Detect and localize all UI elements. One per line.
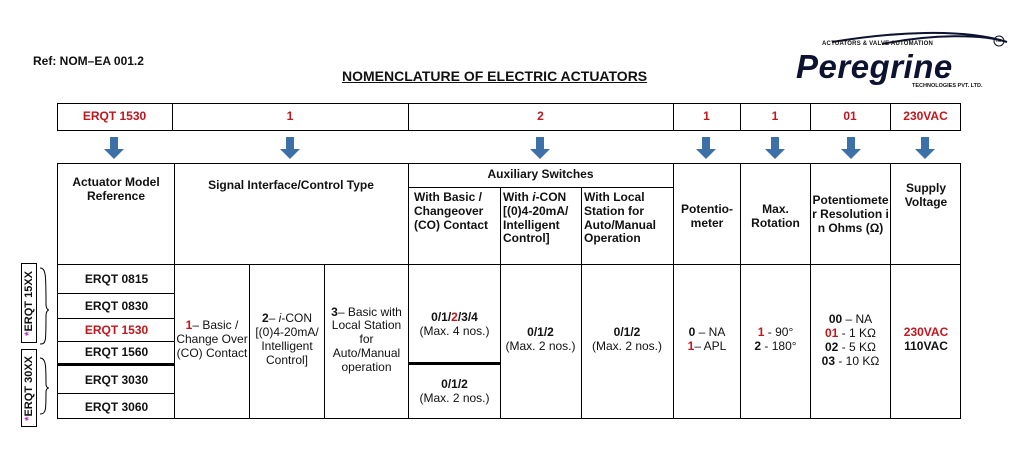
arrow-down-icon: [530, 137, 550, 159]
header-signal: Signal Interface/Control Type: [208, 178, 374, 193]
model-erqt-3060: ERQT 3060: [84, 399, 149, 414]
document-reference: Ref: NOM–EA 001.2: [33, 54, 144, 68]
arrow-down-icon: [915, 137, 935, 159]
aux-local-options: 0/1/2 (Max. 2 nos.): [591, 325, 663, 353]
header-aux-basic: With Basic / Changeover (CO) Contact: [414, 190, 488, 232]
group-brace-icon: [39, 267, 50, 415]
rotation-options: 1 - 90° 2 - 180°: [754, 325, 797, 353]
arrow-down-icon: [765, 137, 785, 159]
aux-basic-30xx: 0/1/2 (Max. 2 nos.): [419, 377, 490, 405]
aux-icon-options: 0/1/2 (Max. 2 nos.): [505, 325, 576, 353]
model-erqt-1530: ERQT 1530: [84, 323, 149, 337]
header-rotation: Max. Rotation: [751, 202, 800, 230]
page-title: NOMENCLATURE OF ELECTRIC ACTUATORS: [342, 68, 648, 84]
code-aux: 2: [537, 109, 544, 124]
logo-trademark: TM: [995, 38, 1001, 43]
arrow-down-icon: [696, 137, 716, 159]
logo-name: Peregrine: [796, 48, 953, 85]
model-erqt-1560: ERQT 1560: [84, 345, 149, 359]
header-resolution: Potentiometer Resolution in Ohms (Ω): [812, 193, 889, 235]
code-rot: 1: [771, 109, 779, 124]
signal-option-2: 2– i-CON [(0)4-20mA/ Intelligent Control…: [255, 311, 319, 367]
arrow-down-icon: [104, 137, 124, 159]
code-signal: 1: [286, 109, 294, 124]
header-model: Actuator Model Reference: [72, 175, 160, 203]
model-erqt-0830: ERQT 0830: [84, 299, 149, 313]
code-model: ERQT 1530: [82, 109, 147, 124]
aux-basic-15xx: 0/1/2/3/4 (Max. 4 nos.): [419, 310, 490, 338]
header-aux-local: With Local Station for Auto/Manual Opera…: [584, 190, 656, 246]
model-erqt-0815: ERQT 0815: [84, 272, 149, 286]
group-label-30xx: *ERQT 30XX: [21, 349, 37, 427]
model-erqt-3030: ERQT 3030: [84, 372, 149, 387]
arrow-down-icon: [280, 137, 300, 159]
group-label-15xx: *ERQT 15XX: [21, 263, 37, 343]
code-res: 01: [843, 109, 857, 124]
arrow-down-icon: [841, 137, 861, 159]
supply-options: 230VAC 110VAC: [903, 325, 949, 353]
logo-tagline: ACTUATORS & VALVE AUTOMATION: [822, 41, 934, 47]
code-supply: 230VAC: [903, 109, 948, 124]
potentiometer-options: 0 – NA 1– APL: [687, 325, 727, 353]
code-pot: 1: [703, 109, 710, 124]
nomenclature-table: [57, 163, 961, 419]
code-row: [57, 103, 961, 131]
signal-option-3: 3– Basic with Local Station for Auto/Man…: [331, 304, 402, 374]
header-aux-icon: With i-CON [(0)4-20mA/ Intelligent Contr…: [503, 190, 569, 246]
logo-swoosh-icon: [831, 31, 1008, 47]
header-potentiometer: Potentio-meter: [681, 202, 733, 230]
resolution-options: 00 – NA 01 - 1 KΩ 02 - 5 KΩ 03 - 10 KΩ: [821, 312, 880, 368]
signal-option-1: 1– Basic / Change Over (CO) Contact: [176, 318, 248, 360]
logo-subtitle: TECHNOLOGIES PVT. LTD.: [912, 83, 983, 89]
company-logo: ACTUATORS & VALVE AUTOMATION Peregrine T…: [792, 24, 1012, 89]
header-supply: Supply Voltage: [904, 181, 948, 209]
header-aux: Auxiliary Switches: [487, 167, 594, 182]
